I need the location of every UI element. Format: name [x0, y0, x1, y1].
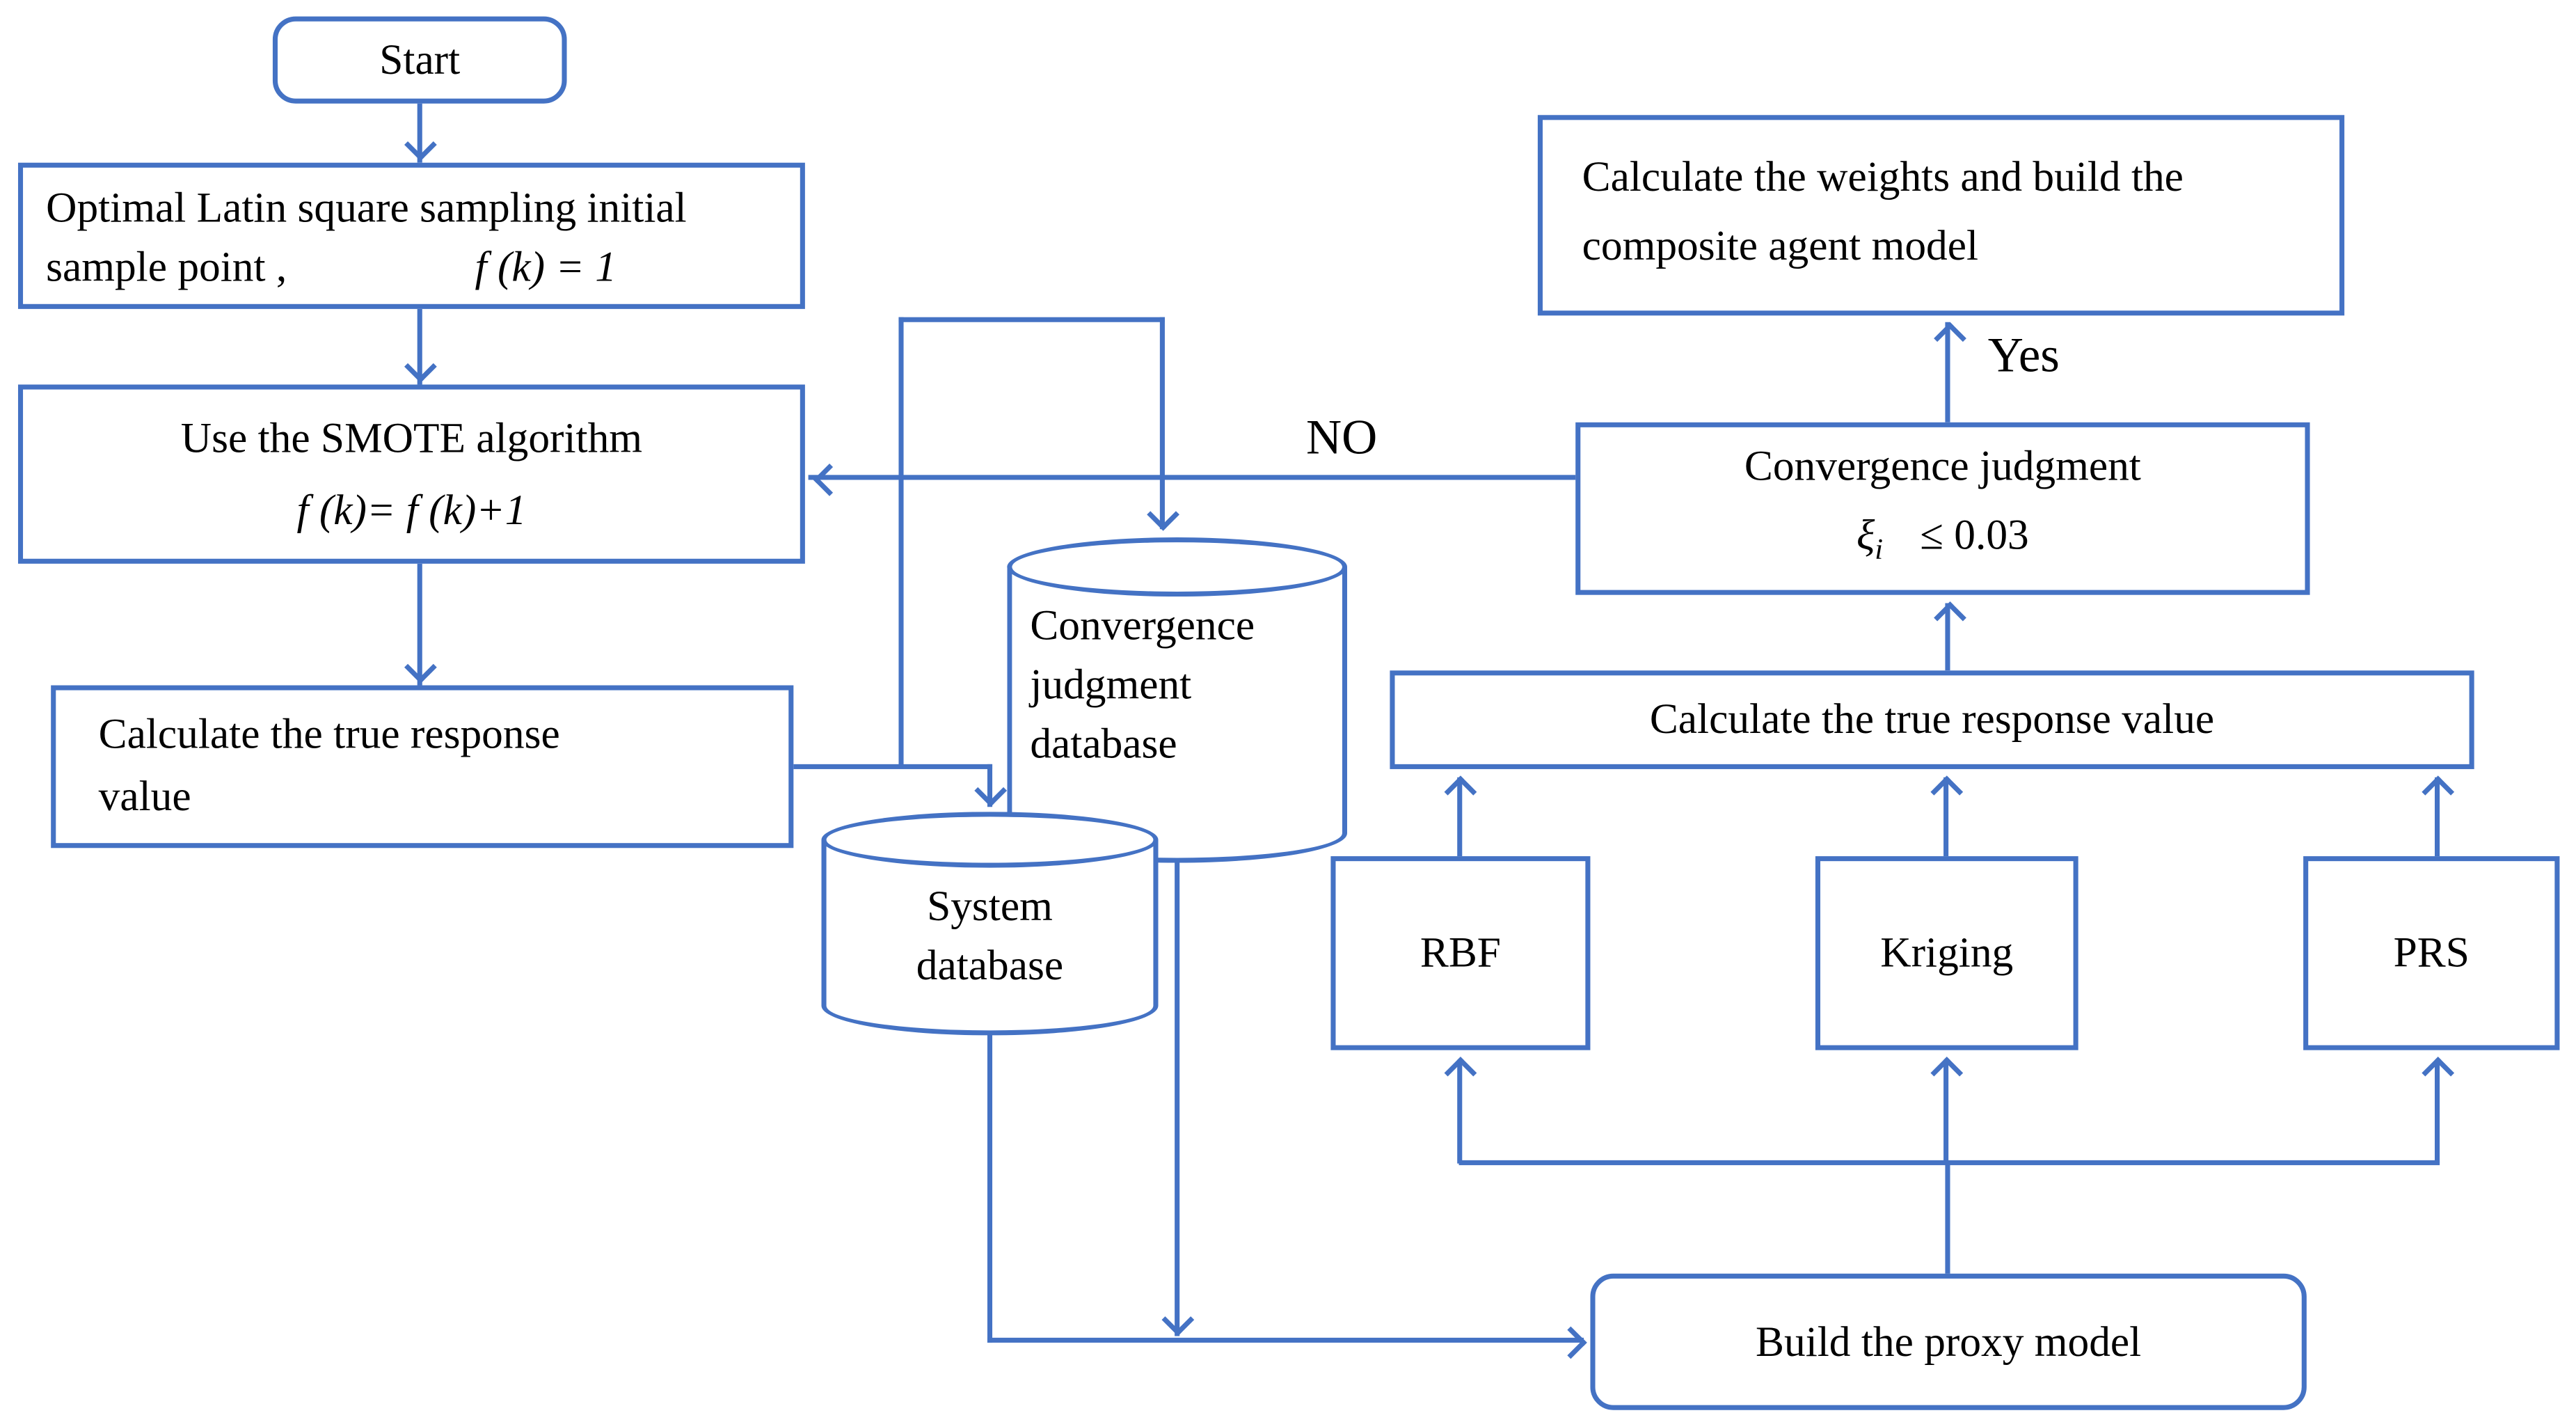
convjudge-formula-xi: ξ — [1857, 512, 1875, 560]
arrowhead-up-rbf — [1444, 1057, 1477, 1089]
edge-no-loop-line — [808, 475, 1577, 480]
edge-models-bus-line — [1458, 1160, 2440, 1165]
arrowhead-up-prs — [2422, 1057, 2455, 1089]
edge-prs-to-calcright-line — [2435, 777, 2440, 857]
node-prs: PRS — [2303, 856, 2560, 1050]
convjudge-line1: Convergence judgment — [1744, 443, 2141, 491]
edge-calcright-to-convjudge-line — [1945, 603, 1950, 671]
rbf-label: RBF — [1420, 928, 1501, 977]
arrowhead-down-latin — [404, 128, 437, 161]
system-database-label: System database — [822, 878, 1159, 996]
buildproxy-label: Build the proxy model — [1756, 1317, 2142, 1365]
edge-buildproxy-up-line — [1945, 1163, 1950, 1274]
arrowhead-down-calcleft — [404, 651, 437, 684]
edge-bus-to-kriging-line — [1943, 1059, 1949, 1164]
node-calc-true-response-right: Calculate the true response value — [1390, 670, 2474, 769]
edge-into-systemdb-line — [987, 764, 993, 807]
edge-convdb-down-line — [1175, 854, 1180, 1336]
edge-label-no: NO — [1305, 411, 1378, 466]
calcweights-line2: composite agent model — [1582, 221, 1979, 270]
calcright-label: Calculate the true response value — [1649, 695, 2215, 743]
calcleft-line2: value — [98, 772, 191, 821]
convjudge-formula: ξi ≤ 0.03 — [1857, 502, 2029, 584]
kriging-label: Kriging — [1880, 928, 2014, 977]
edge-label-yes: Yes — [1987, 329, 2060, 384]
system-database-cylinder-body — [821, 839, 1159, 1036]
node-start: Start — [272, 16, 567, 104]
node-calc-weights: Calculate the weights and build the comp… — [1537, 115, 2345, 316]
convjudge-formula-sub: i — [1875, 533, 1884, 567]
arrowhead-down-bottom-bus — [1161, 1303, 1195, 1336]
edge-systemdb-down-line — [987, 1032, 993, 1343]
node-smote: Use the SMOTE algorithm f (k)= f (k)+1 — [17, 384, 805, 564]
node-convergence-judgment: Convergence judgment ξi ≤ 0.03 — [1575, 422, 2310, 595]
convergence-database-cylinder-body — [1007, 567, 1348, 863]
edge-calcleft-out-line — [793, 764, 993, 769]
system-database-label-line1: System — [927, 882, 1053, 931]
prs-label: PRS — [2393, 928, 2470, 977]
edge-bus-to-prs-line — [2435, 1059, 2440, 1164]
latin-line1: Optimal Latin square sampling initial — [46, 184, 687, 232]
convergence-database-label-line2: judgment — [1030, 661, 1192, 709]
start-label: Start — [379, 35, 461, 84]
node-build-proxy-model: Build the proxy model — [1590, 1273, 2307, 1410]
node-latin-sampling: Optimal Latin square sampling initial sa… — [17, 162, 805, 309]
arrowhead-up-calcright-1 — [1444, 775, 1477, 809]
node-rbf: RBF — [1330, 856, 1591, 1050]
edge-loop-left-line — [898, 317, 904, 768]
convergence-database-label-line3: database — [1030, 720, 1177, 768]
system-database-label-line2: database — [916, 941, 1064, 990]
calcweights-line1: Calculate the weights and build the — [1582, 152, 2184, 201]
edge-loop-top-line — [898, 317, 1165, 322]
node-calc-true-response-left: Calculate the true response value — [51, 685, 794, 848]
edge-loop-to-convdb-line — [1159, 317, 1165, 530]
edge-rbf-to-calcright-line — [1457, 777, 1463, 857]
system-database-cylinder: System database — [821, 812, 1159, 1036]
convergence-database-label-line1: Convergence — [1030, 601, 1255, 649]
convergence-database-label: Convergence judgment database — [1007, 597, 1347, 774]
arrowhead-up-convjudge — [1934, 601, 1966, 634]
convjudge-formula-rest: ≤ 0.03 — [1920, 512, 2029, 560]
arrowhead-right-buildproxy — [1554, 1326, 1587, 1359]
edge-kriging-to-calcright-line — [1943, 777, 1949, 857]
edge-bus-to-rbf-line — [1457, 1059, 1463, 1164]
node-kriging: Kriging — [1815, 856, 2078, 1050]
arrowhead-down-smote — [404, 350, 437, 384]
smote-line1: Use the SMOTE algorithm — [180, 413, 643, 461]
arrowhead-left-no-loop — [813, 464, 846, 496]
edge-yes-line — [1945, 322, 1950, 423]
convergence-database-cylinder-top — [1007, 537, 1348, 597]
calcleft-line1: Calculate the true response — [98, 709, 560, 758]
arrowhead-down-systemdb — [974, 774, 1008, 807]
convergence-database-cylinder: Convergence judgment database — [1007, 537, 1348, 863]
arrowhead-up-kriging — [1930, 1057, 1964, 1089]
arrowhead-up-calcright-2 — [1930, 775, 1964, 809]
system-database-cylinder-top — [821, 812, 1159, 868]
edge-latin-to-smote-line — [417, 308, 422, 385]
arrowhead-up-calcweights — [1934, 322, 1966, 355]
edge-smote-to-calcleft-line — [417, 563, 422, 686]
latin-line2-text: sample point , — [46, 243, 287, 291]
arrowhead-down-convdb — [1147, 498, 1179, 531]
latin-line2: sample point , f (k) = 1 — [46, 238, 777, 297]
edge-start-to-latin-line — [417, 103, 422, 163]
edge-to-buildproxy-line — [987, 1337, 1584, 1343]
latin-formula: f (k) = 1 — [475, 243, 617, 291]
smote-formula: f (k)= f (k)+1 — [296, 485, 527, 534]
arrowhead-up-calcright-3 — [2422, 775, 2455, 809]
